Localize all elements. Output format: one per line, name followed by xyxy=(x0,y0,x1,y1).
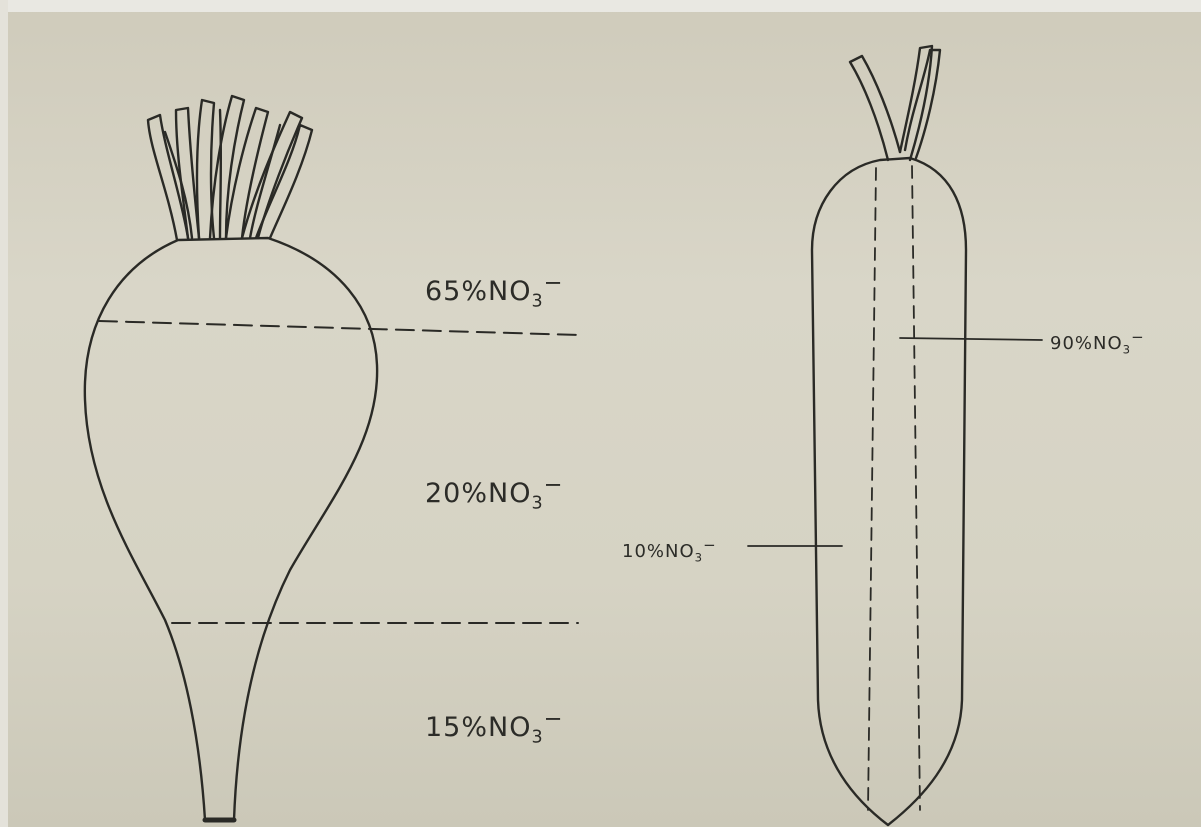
label-outer: 10%NO3− xyxy=(622,536,717,565)
core-line-right xyxy=(912,166,920,810)
zone-divider-upper xyxy=(99,321,580,335)
core-line-left xyxy=(868,168,876,810)
label-middle-zone: 20%NO3− xyxy=(425,472,563,513)
label-lower-zone: 15%NO3− xyxy=(425,706,563,747)
long-root-stems xyxy=(850,46,940,160)
beetroot-outline xyxy=(85,238,377,820)
label-core: 90%NO3− xyxy=(1050,328,1145,357)
label-upper-zone: 65%NO3− xyxy=(425,270,563,311)
leader-line-core xyxy=(900,338,1042,340)
long-root-outline xyxy=(812,158,966,825)
beetroot-leaves xyxy=(148,96,312,240)
